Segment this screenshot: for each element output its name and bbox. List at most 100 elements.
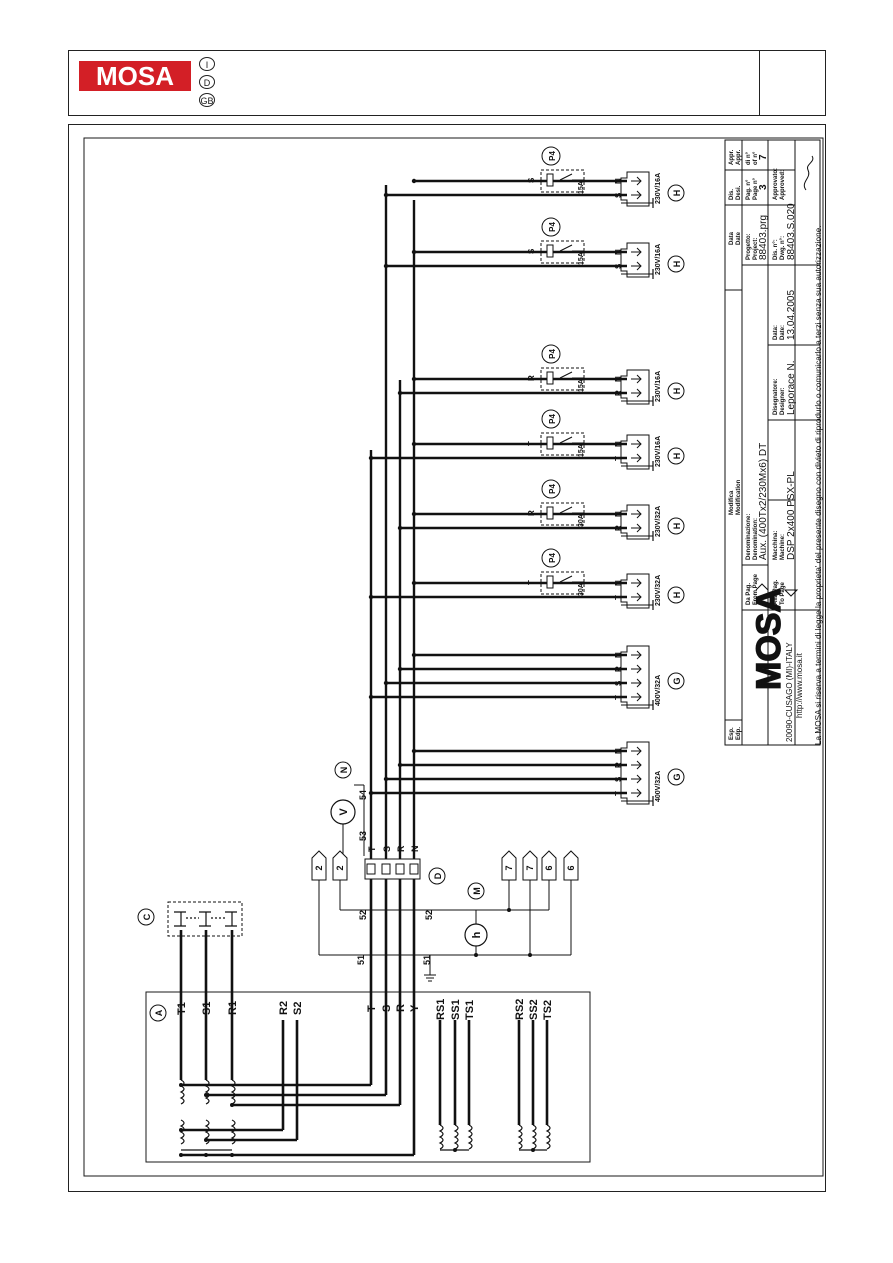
breaker-rating: 15A bbox=[578, 252, 585, 265]
svg-text:Date: Date bbox=[736, 231, 742, 245]
connector-6-a: 6 bbox=[544, 865, 554, 870]
wire-51-a: 51 bbox=[356, 955, 366, 965]
svg-text:Esp.: Esp. bbox=[729, 727, 735, 740]
connector-2-a: 2 bbox=[314, 865, 324, 870]
svg-text:Progetto:: Progetto: bbox=[746, 233, 752, 260]
svg-text:Approved:: Approved: bbox=[780, 170, 786, 200]
terminal-ss2: SS2 bbox=[528, 999, 540, 1020]
copyright-notice: La MOSA si riserva a termini di legge la… bbox=[814, 226, 823, 745]
main-bus bbox=[369, 185, 416, 859]
label-a: A bbox=[149, 1004, 167, 1022]
svg-text:Modifica: Modifica bbox=[729, 490, 735, 515]
socket-type-label: H bbox=[672, 523, 682, 530]
terminal-rs2: RS2 bbox=[514, 999, 526, 1020]
socket-type-label: H bbox=[672, 190, 682, 197]
connector-6-b: 6 bbox=[566, 865, 576, 870]
hour-meter: h M bbox=[464, 882, 488, 947]
title-block: MOSA Esp. Edp. Modifica Modification Dat… bbox=[724, 139, 823, 746]
svg-text:Dis. n°:: Dis. n°: bbox=[773, 239, 779, 260]
terminal-ss1: SS1 bbox=[450, 999, 462, 1020]
svg-text:Appr.: Appr. bbox=[729, 149, 735, 165]
fuse-block-d: D bbox=[364, 858, 446, 885]
svg-text:Dis.: Dis. bbox=[729, 189, 735, 200]
socket-type-label: G bbox=[672, 773, 682, 780]
connector-2-b: 2 bbox=[335, 865, 345, 870]
breaker-label: P4 bbox=[548, 414, 557, 424]
svg-text:D: D bbox=[433, 872, 443, 879]
language-english: GB bbox=[199, 93, 215, 107]
svg-text:Machine:: Machine: bbox=[780, 534, 786, 560]
socket-rating: 400V/32A bbox=[655, 675, 662, 706]
wire-52-b: 52 bbox=[424, 910, 434, 920]
svg-text:To Page: To Page bbox=[780, 581, 786, 605]
signature bbox=[803, 155, 814, 191]
svg-text:N: N bbox=[339, 767, 349, 774]
svg-text:Disegnatore:: Disegnatore: bbox=[773, 378, 779, 415]
project: 88403.prg bbox=[758, 215, 769, 260]
socket-rating: 230V/16A bbox=[655, 436, 662, 467]
wire-52-a: 52 bbox=[358, 910, 368, 920]
socket-rating: 400V/32A bbox=[655, 771, 662, 802]
breaker-rating: 30A bbox=[578, 583, 585, 596]
sockets-layer: NRST400V/32AGNRST400V/32AGNT230V/32AH30A… bbox=[368, 146, 685, 806]
svg-text:di n°: di n° bbox=[746, 151, 752, 165]
terminal-ts2: TS2 bbox=[542, 1000, 554, 1020]
svg-text:M: M bbox=[472, 887, 482, 895]
breaker-phase-label: R bbox=[527, 375, 536, 381]
breaker-phase-label: S bbox=[527, 248, 536, 254]
breaker-label: P4 bbox=[548, 349, 557, 359]
terminal-rs1: RS1 bbox=[435, 999, 447, 1020]
svg-text:Data: Data bbox=[729, 231, 735, 245]
connector-7-a: 7 bbox=[504, 865, 514, 870]
website: http://www.mosa.it bbox=[795, 652, 804, 718]
page-connectors bbox=[311, 850, 579, 881]
generator-box bbox=[145, 991, 591, 1163]
svg-text:Project:: Project: bbox=[753, 238, 759, 260]
socket-type-label: G bbox=[672, 677, 682, 684]
socket-rating: 230V/16A bbox=[655, 173, 662, 204]
socket-type-label: H bbox=[672, 261, 682, 268]
title-logo: MOSA bbox=[750, 588, 788, 690]
svg-text:Pag. n°: Pag. n° bbox=[746, 179, 752, 200]
control-wires bbox=[318, 784, 572, 982]
terminal-s2: S2 bbox=[292, 1002, 304, 1015]
language-italian: I bbox=[199, 57, 215, 71]
socket-rating: 230V/32A bbox=[655, 575, 662, 606]
svg-text:of n°: of n° bbox=[753, 151, 759, 165]
terminal-s: S bbox=[381, 1005, 393, 1012]
svg-text:C: C bbox=[142, 913, 152, 920]
svg-text:Modification: Modification bbox=[736, 479, 742, 515]
terminal-r2: R2 bbox=[278, 1001, 290, 1015]
connector-7-b: 7 bbox=[525, 865, 535, 870]
breaker-rating: 15A bbox=[578, 379, 585, 392]
svg-text:Desi.: Desi. bbox=[736, 185, 742, 200]
voltmeter: V N bbox=[330, 761, 356, 825]
svg-text:Date:: Date: bbox=[780, 325, 786, 340]
svg-text:Page n°: Page n° bbox=[753, 177, 759, 200]
address: 20090-CUSAGO (MI)-ITALY bbox=[785, 642, 794, 742]
breaker-label: P4 bbox=[548, 151, 557, 161]
page-number: 3 bbox=[758, 184, 769, 190]
header-divider bbox=[759, 51, 761, 115]
socket-rating: 230V/16A bbox=[655, 244, 662, 275]
svg-text:A: A bbox=[154, 1009, 164, 1016]
contactor-c: C bbox=[137, 901, 243, 937]
breaker-phase-label: T bbox=[527, 580, 536, 585]
drawing-frame bbox=[68, 124, 826, 1192]
breaker-label: P4 bbox=[548, 222, 557, 232]
terminal-y: Y bbox=[409, 1004, 421, 1012]
designer: Leporace N. bbox=[786, 361, 797, 415]
svg-text:Denomination:: Denomination: bbox=[753, 518, 759, 560]
svg-text:Dwg. n°:: Dwg. n°: bbox=[780, 236, 786, 260]
svg-text:Data:: Data: bbox=[773, 325, 779, 340]
breaker-rating: 30A bbox=[578, 514, 585, 527]
svg-text:Da Pag.: Da Pag. bbox=[746, 583, 752, 605]
svg-text:V: V bbox=[338, 808, 350, 816]
terminal-r: R bbox=[395, 1004, 407, 1012]
svg-text:Approvato:: Approvato: bbox=[773, 168, 779, 200]
wire-53: 53 bbox=[358, 831, 368, 841]
terminal-ts1: TS1 bbox=[464, 1000, 476, 1020]
svg-text:Macchina:: Macchina: bbox=[773, 531, 779, 560]
